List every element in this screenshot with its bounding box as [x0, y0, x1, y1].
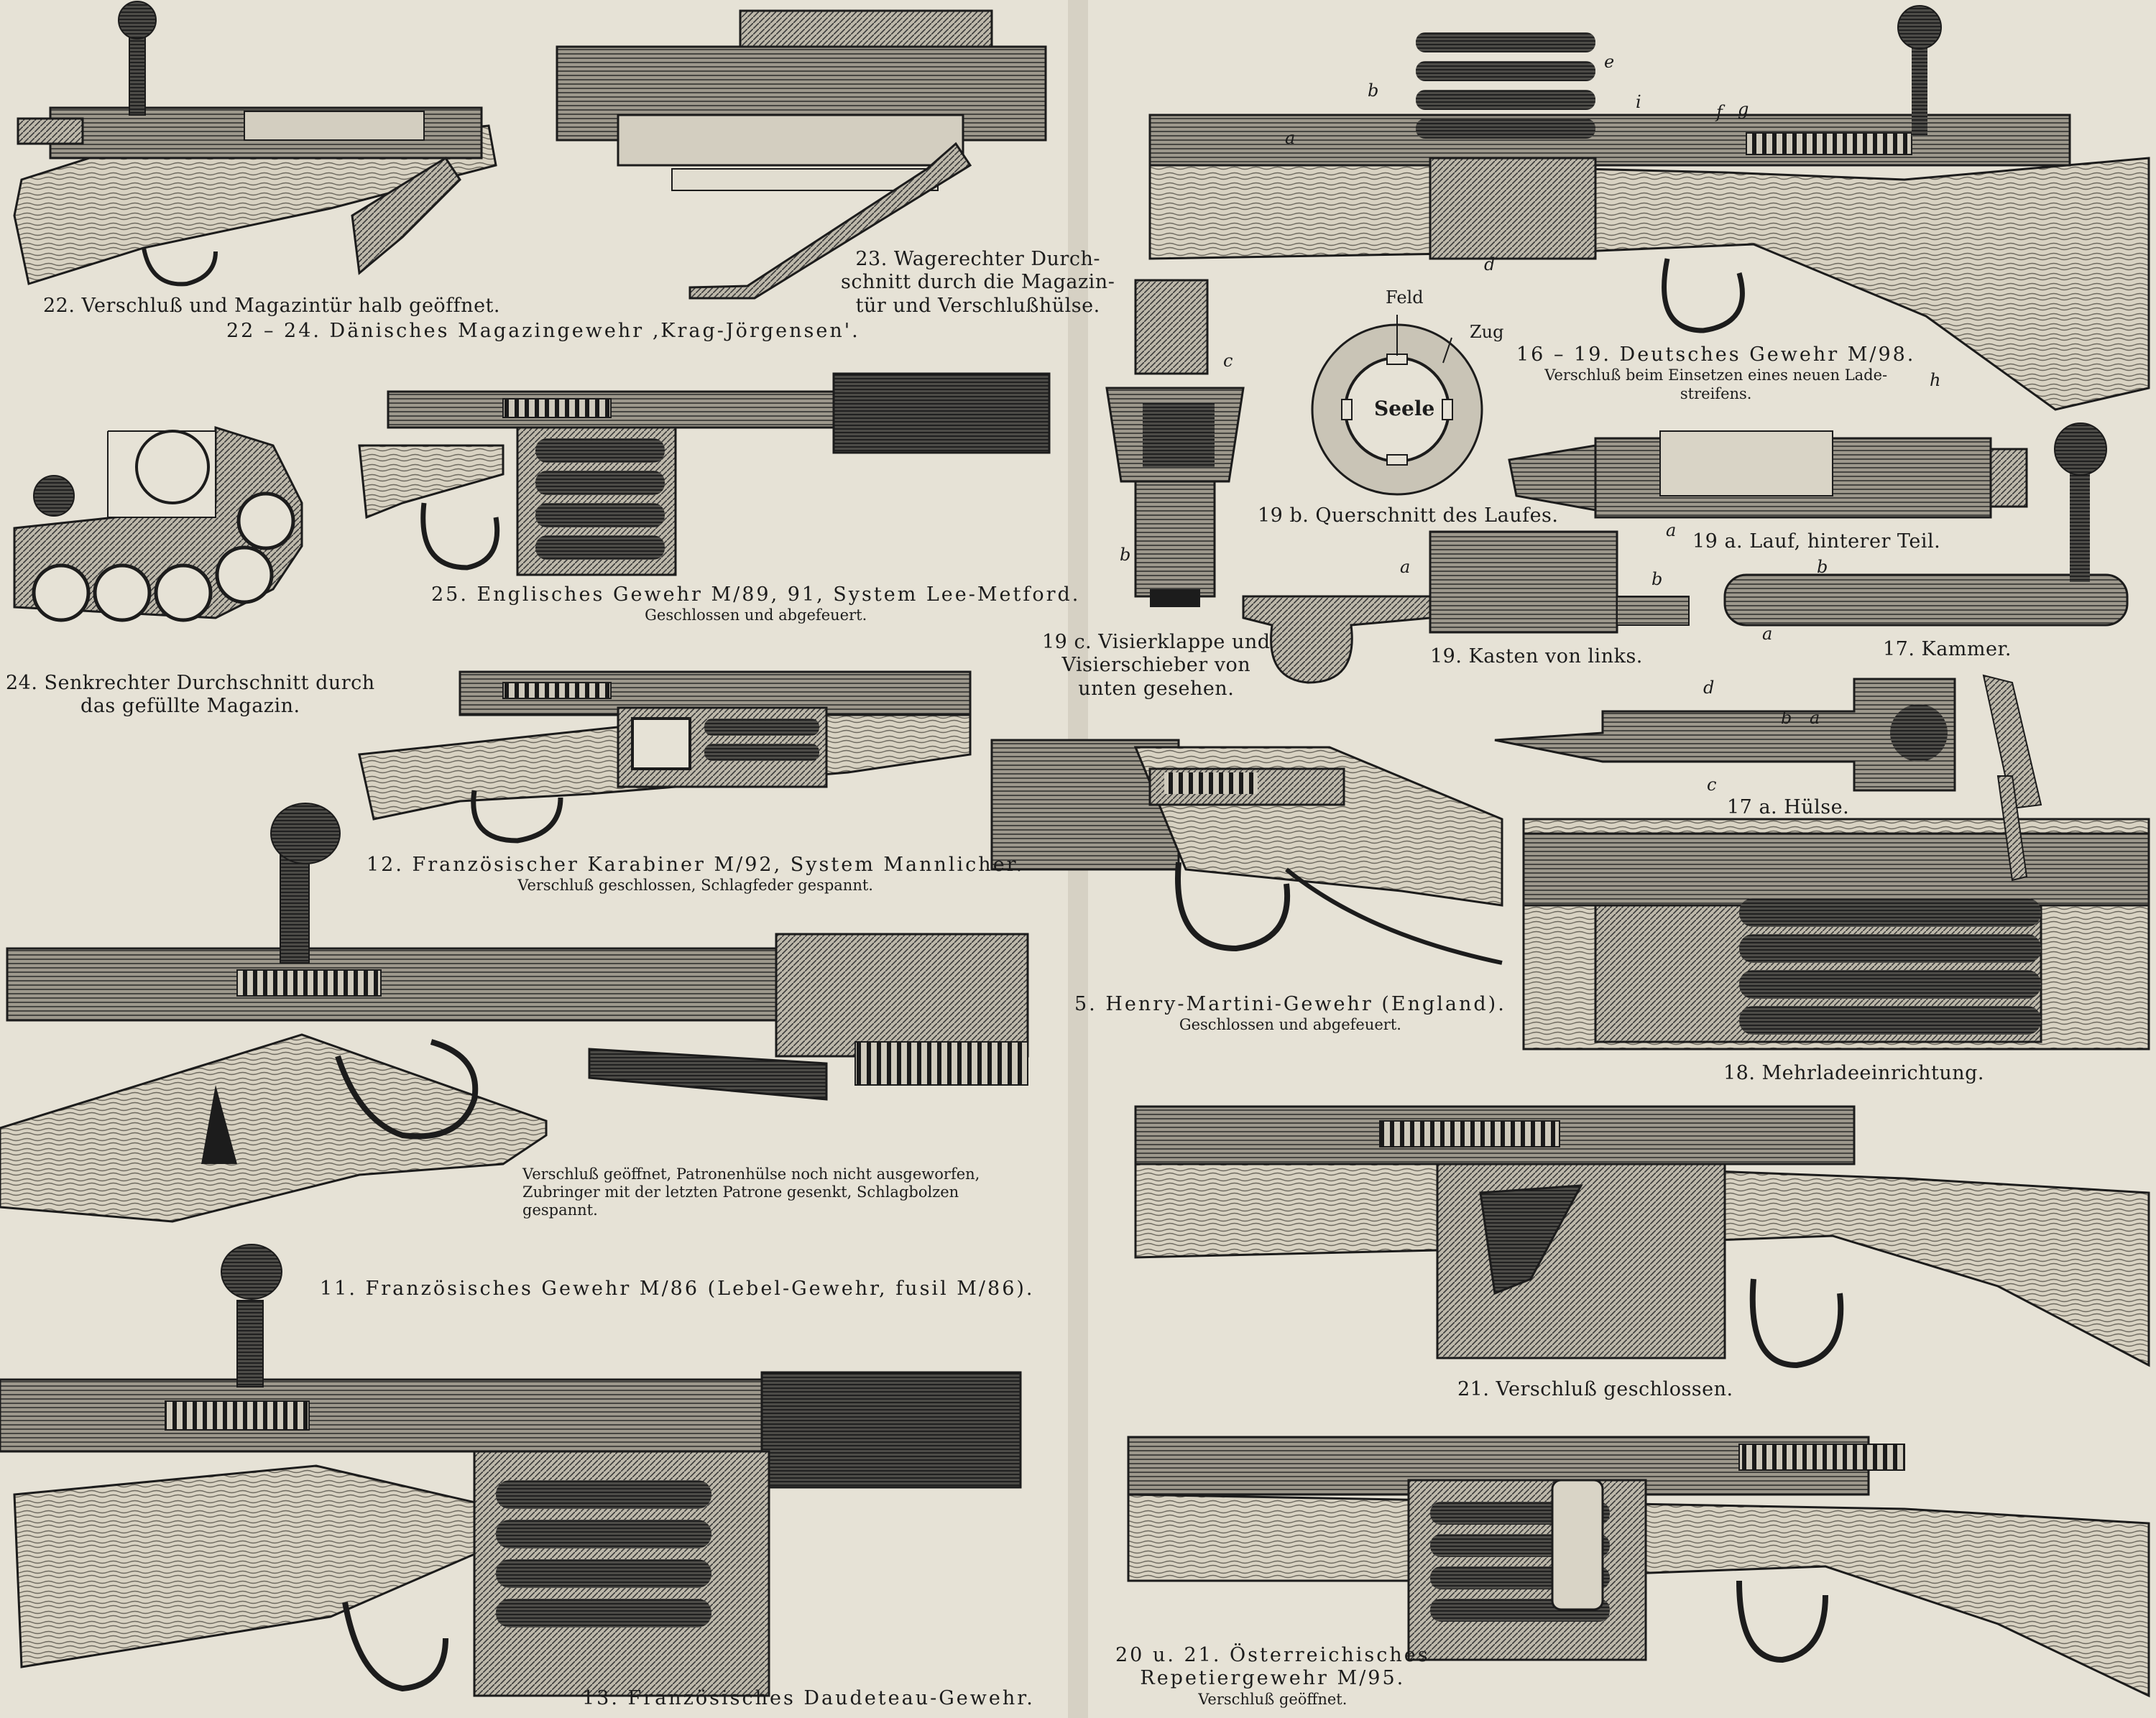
label-a-fig16: a — [1285, 128, 1296, 148]
caption-fig19: 19. Kasten von links. — [1430, 645, 1643, 668]
caption-fig18: 18. Mehrladeeinrichtung. — [1723, 1062, 1984, 1084]
figure-20-21-austrian-m95 — [1127, 1436, 2150, 1698]
caption-fig5: 5. Henry-Martini-Gewehr (England). Gesch… — [1074, 993, 1506, 1034]
figure-5-henry-martini — [990, 739, 1503, 965]
figure-19b-barrel-section — [1311, 315, 1483, 496]
label-g-fig16: g — [1738, 99, 1749, 119]
figure-18-magazine — [1522, 775, 2150, 1050]
caption-fig22-24: 22 – 24. Dänisches Magazingewehr ‚Krag-J… — [226, 320, 860, 342]
caption-fig12: 12. Französischer Karabiner M/92, System… — [367, 854, 1025, 895]
label-feld: Feld — [1386, 287, 1424, 308]
figure-16-19-mauser — [1148, 5, 2150, 411]
caption-fig11: 11. Französisches Gewehr M/86 (Lebel-Gew… — [320, 1278, 1035, 1300]
caption-fig17: 17. Kammer. — [1883, 638, 2012, 660]
figure-12-mannlicher — [358, 670, 972, 844]
figure-11-lebel — [0, 803, 1029, 1223]
caption-fig19b: 19 b. Querschnitt des Laufes. — [1258, 504, 1559, 527]
label-a-fig19: a — [1400, 557, 1411, 577]
figure-21-mannlicher-closed — [1134, 1105, 2150, 1369]
label-zug: Zug — [1470, 322, 1504, 342]
caption-fig21: 21. Verschluß geschlossen. — [1457, 1378, 1733, 1400]
label-d-fig16: d — [1484, 254, 1496, 274]
caption-fig13: 13. Französisches Daudeteau-Gewehr. — [582, 1687, 1035, 1709]
label-i-fig16: i — [1636, 92, 1641, 112]
caption-fig17a: 17 a. Hülse. — [1727, 796, 1850, 818]
figure-25-lee-metford — [358, 372, 1051, 576]
figure-17-bolt — [1723, 422, 2129, 627]
label-b-fig17: b — [1817, 557, 1828, 577]
figure-19-box — [1242, 530, 1690, 684]
label-d-fig17a: d — [1703, 678, 1715, 698]
label-b-fig19c: b — [1120, 545, 1131, 565]
caption-fig19c: 19 c. Visierklappe und Visierschieber vo… — [1042, 631, 1271, 700]
figure-22-krag-bolt — [13, 1, 497, 287]
caption-fig19a: 19 a. Lauf, hinterer Teil. — [1692, 530, 1941, 553]
label-a-fig19a: a — [1666, 520, 1677, 540]
label-b-fig17a: b — [1781, 708, 1792, 728]
label-c-fig17a: c — [1707, 775, 1717, 795]
label-b-fig19: b — [1651, 569, 1663, 589]
label-h-fig16: h — [1930, 370, 1941, 390]
caption-fig20-21: 20 u. 21. Österreichisches Repetiergeweh… — [1115, 1644, 1430, 1708]
figure-23-section — [556, 9, 1047, 300]
figure-13-daudeteau — [0, 1244, 1022, 1697]
caption-fig25: 25. Englisches Gewehr M/89, 91, System L… — [431, 583, 1081, 624]
figure-19c-sight — [1105, 279, 1245, 607]
caption-fig23: 23. Wagerechter Durch- schnitt durch die… — [841, 248, 1115, 317]
figure-17a-receiver — [1494, 674, 2042, 810]
label-f-fig16: f — [1716, 102, 1723, 122]
figure-24-magazine-section — [13, 425, 303, 622]
caption-fig22: 22. Verschluß und Magazintür halb geöffn… — [43, 295, 500, 317]
caption-fig24: 24. Senkrechter Durchschnitt durch das g… — [6, 672, 375, 718]
label-c-fig19c: c — [1223, 351, 1233, 371]
label-e-fig16: e — [1604, 52, 1615, 72]
label-a-fig17: a — [1762, 624, 1773, 644]
label-b-fig16: b — [1368, 80, 1379, 101]
caption-fig11-note: Verschluß geöffnet, Patronenhülse noch n… — [522, 1165, 980, 1219]
caption-fig16-19: 16 – 19. Deutsches Gewehr M/98. Verschlu… — [1516, 343, 1916, 402]
label-a-fig17a: a — [1810, 708, 1820, 728]
label-seele: Seele — [1374, 397, 1435, 420]
figure-19a-barrel — [1508, 430, 2028, 519]
